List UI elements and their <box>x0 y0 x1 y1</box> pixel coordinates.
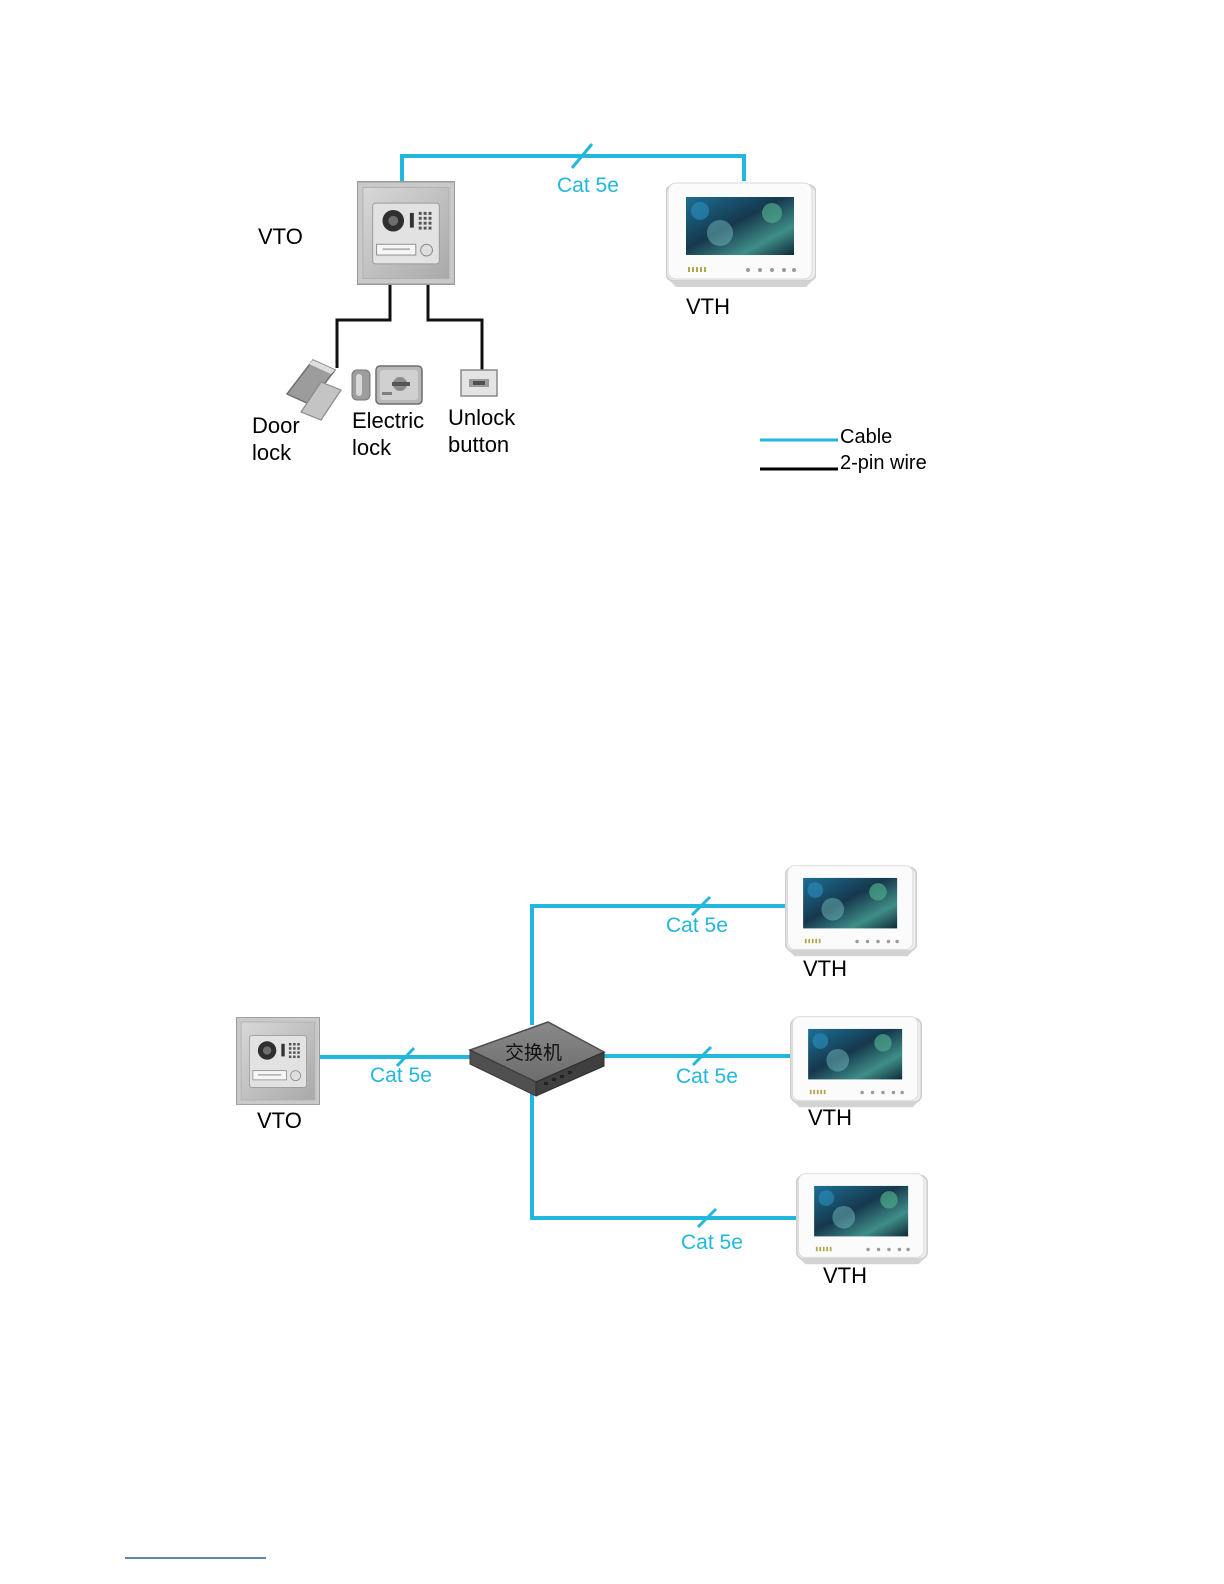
electric-lock-icon <box>352 366 422 404</box>
indoor-monitor-icon <box>797 1174 928 1265</box>
vth-top-label: VTH <box>803 956 847 981</box>
vto-device <box>357 182 455 285</box>
vth-device <box>666 183 816 287</box>
magnetic-lock-icon <box>287 360 341 420</box>
switch-label: 交换机 <box>505 1042 562 1064</box>
vto-label: VTO <box>257 1108 302 1133</box>
legend-wire-label: 2-pin wire <box>840 452 927 474</box>
indoor-monitor-icon <box>791 1017 922 1108</box>
cable-label-mid: Cat 5e <box>676 1065 738 1088</box>
vth-device-mid <box>791 1017 922 1108</box>
unlock-button-label-line2: button <box>448 432 509 457</box>
unlock-button-label-line1: Unlock <box>448 405 516 430</box>
exit-button-icon <box>461 370 497 396</box>
outdoor-station-icon <box>357 182 455 285</box>
network-switch: 交换机 <box>470 1022 604 1096</box>
electric-lock-label-line2: lock <box>352 435 392 460</box>
cable-switch-vth-top <box>532 897 790 1025</box>
vth-label: VTH <box>686 294 730 319</box>
wire-vto-locks <box>337 284 482 370</box>
diagram-switched: Cat 5e Cat 5e Cat 5e Cat 5e VTO 交换机 VTH <box>236 866 927 1288</box>
outdoor-station-icon <box>236 1017 320 1105</box>
door-lock-label-line1: Door <box>252 413 300 438</box>
vto-device <box>236 1017 320 1105</box>
indoor-monitor-icon <box>666 183 816 287</box>
vth-device-top <box>786 866 917 957</box>
indoor-monitor-icon <box>786 866 917 957</box>
vth-bottom-label: VTH <box>823 1263 867 1288</box>
legend: Cable 2-pin wire <box>760 426 927 474</box>
diagram-single: Cat 5e VTO VTH Door lock <box>252 144 927 474</box>
legend-cable-label: Cable <box>840 426 892 448</box>
cable-label-bottom: Cat 5e <box>681 1231 743 1254</box>
vto-label: VTO <box>258 224 303 249</box>
cable-label-vto: Cat 5e <box>370 1064 432 1087</box>
cable-switch-vth-mid <box>600 1047 795 1065</box>
vth-device-bottom <box>797 1174 928 1265</box>
cable-label: Cat 5e <box>557 174 619 197</box>
cable-label-top: Cat 5e <box>666 914 728 937</box>
electric-lock-label-line1: Electric <box>352 408 424 433</box>
cable-switch-vth-bottom <box>532 1092 800 1227</box>
door-lock-label-line2: lock <box>252 440 292 465</box>
vth-mid-label: VTH <box>808 1105 852 1130</box>
